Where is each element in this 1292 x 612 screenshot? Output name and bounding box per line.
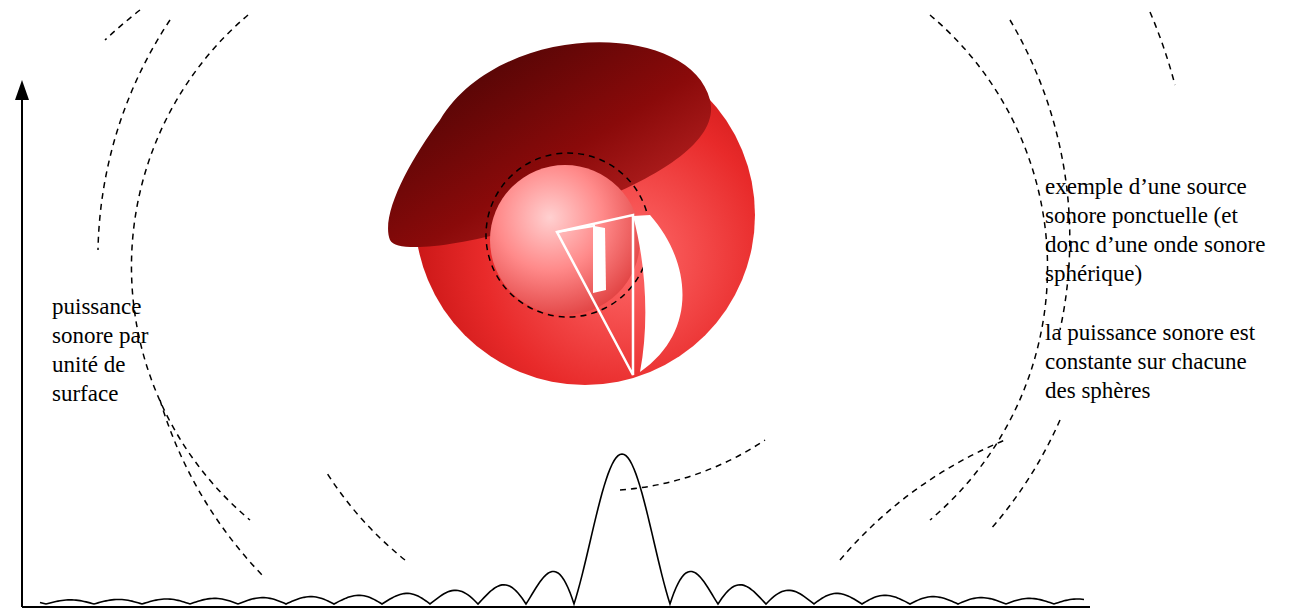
note: la puissance sonore est constante sur ch… [1045, 318, 1277, 405]
axis-label: puissance sonore par unité de surface [52, 292, 157, 408]
wave-front [98, 10, 1175, 578]
axis-arrow [15, 80, 29, 100]
sphere [388, 42, 755, 385]
note: exemple d’une source sonore ponctuelle (… [1045, 172, 1277, 288]
axis [22, 95, 1090, 607]
power-curve [40, 454, 1084, 604]
